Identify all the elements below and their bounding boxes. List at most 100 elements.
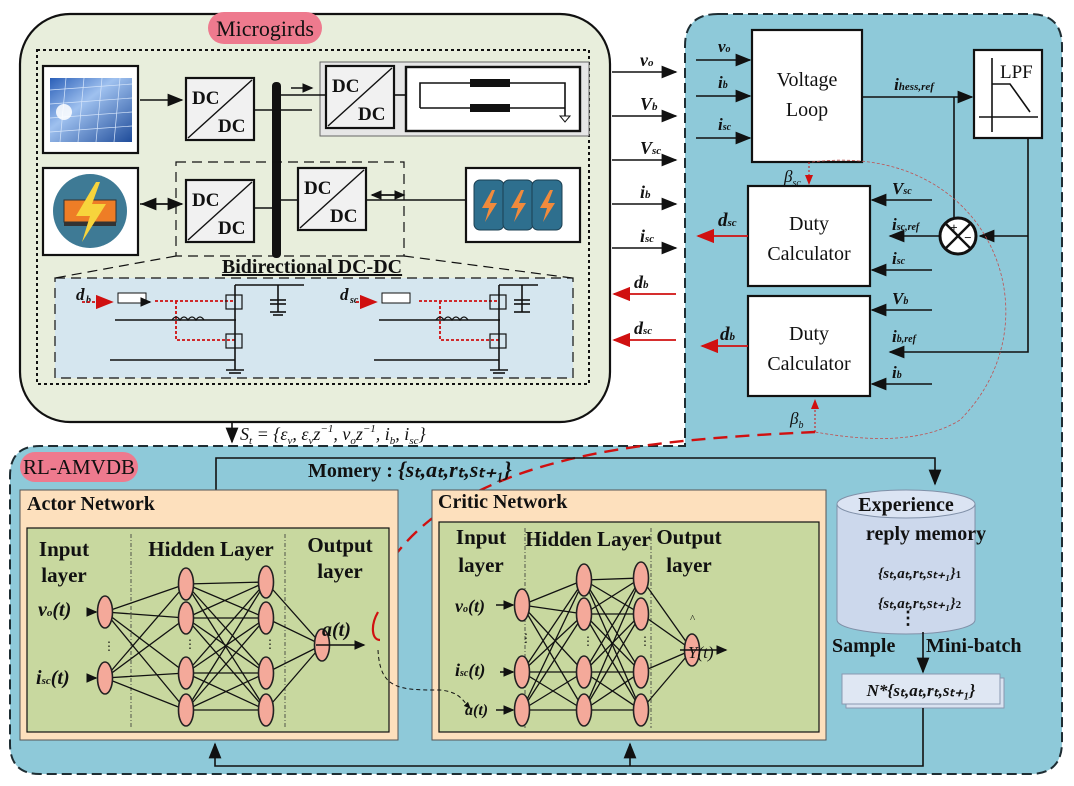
actor-connection	[104, 617, 187, 679]
svg-text:Output: Output	[656, 525, 721, 549]
critic-connection	[521, 613, 585, 673]
beta-b-label: βb	[789, 409, 803, 431]
memory-label: Momery : {sₜ,aₜ,rₜ,sₜ₊₁}	[308, 457, 512, 482]
duty-b-input-ib-ref: ib,ref	[892, 327, 918, 346]
svg-text:⋮: ⋮	[899, 608, 917, 628]
critic-connection	[583, 671, 642, 711]
svg-text:Output: Output	[307, 533, 372, 557]
supercapacitor-icon	[464, 166, 582, 244]
actor-connection	[185, 583, 267, 674]
svg-text:layer: layer	[317, 559, 362, 583]
critic-neuron	[513, 693, 531, 727]
actor-connection	[104, 583, 187, 613]
svg-text:DC: DC	[330, 206, 357, 227]
actor-connection	[104, 677, 187, 711]
voltage-input-isc: isc	[718, 115, 732, 134]
actor-connection	[265, 644, 323, 711]
actor-connection	[185, 581, 267, 619]
dsc-output-label: dsc	[718, 210, 737, 231]
dc-dc-converter-pv: DC DC	[184, 76, 256, 142]
svg-text:Experience: Experience	[858, 494, 954, 516]
svg-text:Voltage: Voltage	[777, 69, 838, 91]
actor-network: Actor Network Input layer Hidden Layer O…	[19, 489, 399, 741]
svg-text:Duty: Duty	[789, 323, 829, 345]
voltage-input-ib: ib	[718, 73, 728, 92]
critic-title: Critic Network	[438, 491, 568, 513]
svg-text:DC: DC	[218, 218, 245, 239]
svg-text:Loop: Loop	[786, 99, 828, 121]
critic-output-label: Y(t)	[688, 643, 714, 662]
svg-text:−: −	[964, 230, 971, 245]
voltage-loop-block: Voltage Loop	[750, 28, 864, 164]
duty-b-input-Vb: Vb	[892, 289, 908, 308]
rl-title-badge	[20, 452, 138, 482]
signal-out-isc: isc	[640, 226, 654, 246]
dc-dc-converter-supercap: DC DC	[296, 166, 368, 232]
critic-connection	[583, 577, 642, 673]
critic-connection	[583, 579, 642, 615]
actor-connection	[185, 581, 267, 585]
microgrid-title: Microgirds	[216, 16, 314, 41]
actor-connection	[265, 644, 323, 674]
minibatch-batch: N*{sₜ,aₜ,rₜ,sₜ₊₁}	[841, 673, 1005, 709]
duty-calculator-b: Duty Calculator	[746, 294, 872, 398]
sample-label: Sample	[832, 635, 895, 657]
critic-neuron	[513, 588, 531, 622]
critic-connection	[640, 649, 693, 711]
svg-text:Calculator: Calculator	[767, 243, 851, 265]
actor-input-isc: isc(t)	[36, 667, 70, 689]
actor-connection	[104, 611, 187, 619]
critic-neuron	[575, 563, 593, 597]
actor-ellipsis: ⋮	[103, 639, 115, 653]
actor-neuron	[96, 595, 114, 629]
critic-input-a: a(t)	[465, 702, 488, 719]
beta-sc-label: βsc	[783, 167, 801, 189]
svg-text:Hidden Layer: Hidden Layer	[525, 527, 650, 551]
svg-text:Hidden Layer: Hidden Layer	[148, 537, 273, 561]
critic-neuron	[632, 597, 650, 631]
critic-connection	[640, 649, 693, 673]
critic-neuron	[575, 693, 593, 727]
svg-text:DC: DC	[218, 116, 245, 137]
state-equation: St = {εv, εvz−1, voz−1, ib, isc}	[240, 423, 426, 447]
svg-text:^: ^	[690, 613, 696, 625]
dc-dc-converter-battery: DC DC	[184, 178, 256, 244]
svg-text:Input: Input	[456, 525, 506, 549]
resistive-load-icon	[404, 65, 582, 133]
critic-connection	[521, 671, 585, 711]
svg-text:LPF: LPF	[1000, 62, 1033, 83]
duty-sc-input-isc: isc	[892, 249, 906, 268]
critic-connection	[521, 604, 585, 673]
actor-ellipsis: ⋮	[184, 637, 196, 651]
critic-neuron	[575, 597, 593, 631]
svg-text:b: b	[86, 295, 91, 306]
bidirectional-circuit-panel: d b d sc	[54, 277, 574, 379]
svg-text:layer: layer	[41, 563, 86, 587]
svg-text:Calculator: Calculator	[767, 353, 851, 375]
critic-input-vo: vo(t)	[455, 596, 485, 617]
svg-text:Input: Input	[39, 537, 89, 561]
critic-connection	[521, 579, 585, 673]
critic-connection	[583, 577, 642, 615]
actor-neuron	[96, 661, 114, 695]
actor-connection	[185, 581, 267, 674]
actor-neuron	[257, 601, 275, 635]
svg-text:Duty: Duty	[789, 213, 829, 235]
bidirectional-label: Bidirectional DC-DC	[222, 256, 402, 278]
critic-neuron	[575, 655, 593, 689]
critic-network: Critic Network Input layer Hidden Layer …	[431, 489, 827, 741]
actor-title: Actor Network	[27, 493, 156, 515]
critic-ellipsis: ⋮	[520, 631, 532, 645]
db-output-label: db	[720, 324, 736, 345]
summing-junction: + −	[938, 216, 978, 256]
svg-text:sc: sc	[349, 295, 359, 306]
svg-text:+: +	[950, 220, 957, 235]
critic-connection	[583, 577, 642, 581]
critic-connection	[640, 613, 693, 651]
svg-text:N*{sₜ,aₜ,rₜ,sₜ₊₁}: N*{sₜ,aₜ,rₜ,sₜ₊₁}	[866, 681, 976, 700]
actor-connection	[185, 617, 267, 711]
critic-input-isc: isc(t)	[455, 660, 485, 681]
actor-connection	[185, 672, 267, 711]
critic-neuron	[513, 655, 531, 689]
